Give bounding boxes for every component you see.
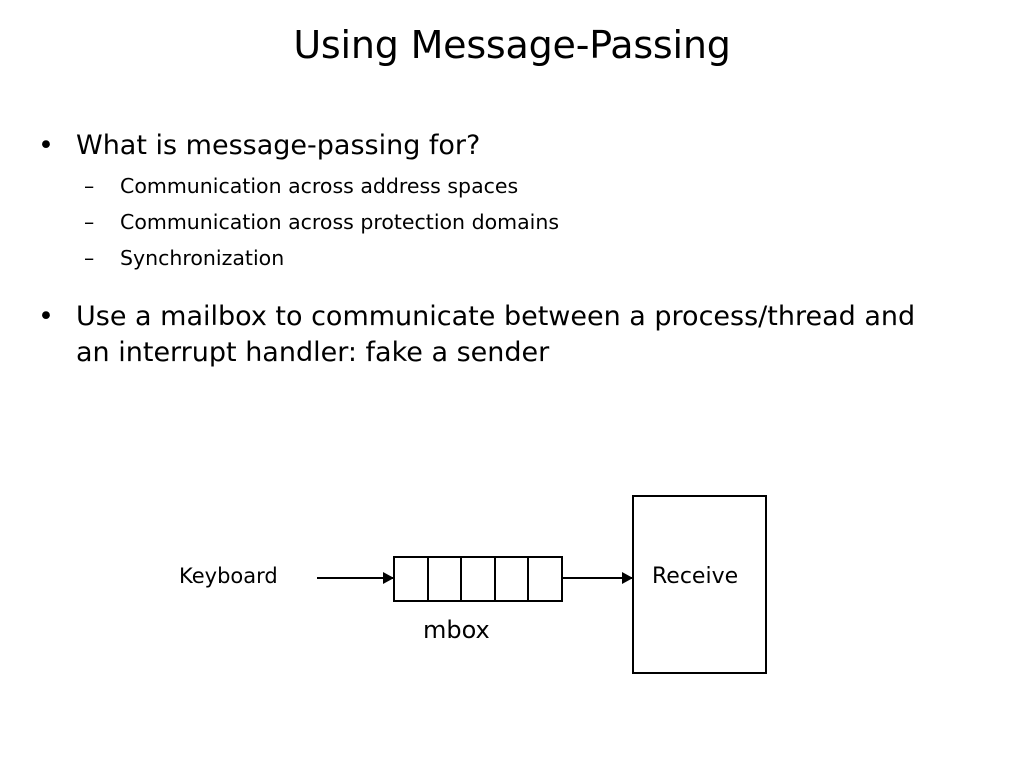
- bullet-item-level2: – Synchronization: [0, 244, 1024, 272]
- bullet-item-level1: • What is message-passing for?: [0, 128, 1024, 164]
- dash-marker-icon: –: [84, 246, 95, 271]
- bullet-text: What is message-passing for?: [76, 130, 481, 161]
- bullet-text: Synchronization: [120, 246, 285, 271]
- bullet-text: Communication across address spaces: [120, 173, 519, 198]
- arrow-mbox-to-receive-icon: [563, 572, 633, 584]
- mbox-cell: [529, 558, 561, 600]
- receive-box: [632, 495, 767, 674]
- arrow-keyboard-to-mbox-icon: [317, 572, 394, 584]
- dash-marker-icon: –: [84, 210, 95, 235]
- bullet-text: Use a mailbox to communicate between a p…: [76, 300, 916, 368]
- bullet-item-level2: – Communication across address spaces: [0, 172, 1024, 200]
- diagram-source-label: Keyboard: [179, 564, 278, 588]
- diagram-queue-label: mbox: [423, 616, 490, 644]
- bullet-text: Communication across protection domains: [120, 210, 560, 235]
- spacer: [0, 236, 1024, 244]
- mbox-cell: [429, 558, 463, 600]
- bullet-marker-icon: •: [38, 300, 54, 332]
- mbox-cell: [462, 558, 496, 600]
- mbox-queue: [393, 556, 563, 602]
- bullet-item-level2: – Communication across protection domain…: [0, 208, 1024, 236]
- diagram-destination-label: Receive: [652, 564, 739, 589]
- dash-marker-icon: –: [84, 173, 95, 198]
- mbox-cell: [496, 558, 530, 600]
- spacer: [0, 200, 1024, 208]
- spacer: [0, 273, 1024, 299]
- page-title: Using Message-Passing: [293, 23, 731, 67]
- mbox-cell: [395, 558, 429, 600]
- bullet-marker-icon: •: [38, 130, 54, 161]
- spacer: [0, 164, 1024, 172]
- bullet-item-level1: • Use a mailbox to communicate between a…: [0, 299, 1024, 371]
- bullet-list: • What is message-passing for? – Communi…: [0, 128, 1024, 371]
